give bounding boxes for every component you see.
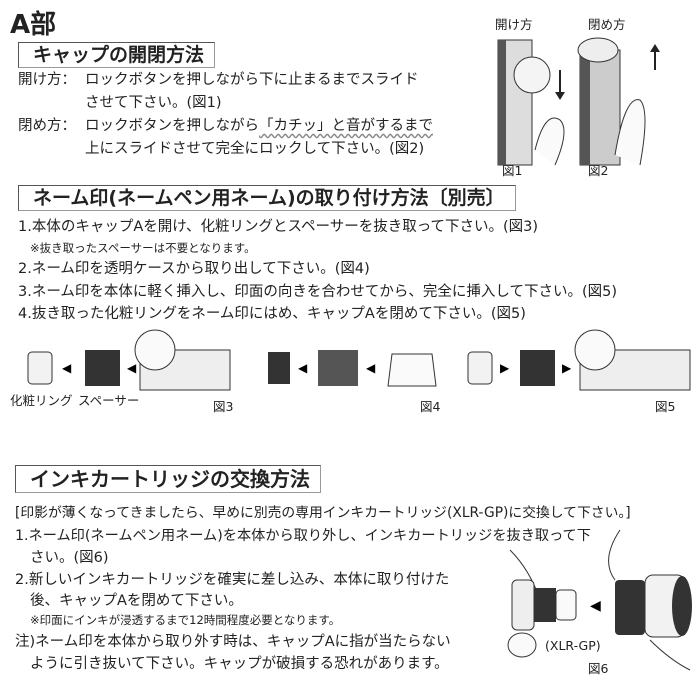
fig5-label: 図5	[655, 399, 676, 414]
fig-open-caption: 開け方	[495, 17, 533, 32]
step-3: 3.ネーム印を本体に軽く挿入し、印面の向きを合わせてから、完全に挿入して下さい。…	[18, 284, 618, 300]
ink-step-2-line-1: 2.新しいインキカートリッジを確実に差し込み、本体に取り付けた	[15, 572, 450, 588]
caution-line-2: ように引き抜いて下さい。キャップが破損する恐れがあります。	[30, 656, 449, 672]
fig6-label: 図6	[588, 661, 609, 676]
fig2-label: 図2	[588, 163, 609, 178]
close-line-2: 上にスライドさせて完全にロックして下さい。(図2)	[85, 141, 425, 157]
svg-text:◀: ◀	[366, 361, 376, 375]
caution-line-1: 注)ネーム印を本体から取り外す時は、キャップAに指が当たらない	[15, 634, 451, 650]
svg-text:◀: ◀	[298, 361, 308, 375]
close-label: 閉め方：	[18, 118, 76, 134]
cap-open-close-illustration	[497, 37, 660, 166]
close-line-1: ロックボタンを押しながら「カチッ」と音がするまで	[85, 116, 433, 136]
section-heading-cap: キャップの開閉方法	[18, 42, 216, 68]
close-line-1-pre: ロックボタンを押しながら	[85, 118, 259, 134]
svg-text:▶: ▶	[562, 361, 572, 375]
ink-step-2-line-2: 後、キャップAを閉めて下さい。	[30, 593, 243, 609]
svg-text:▶: ▶	[500, 361, 510, 375]
section-heading-ink-cartridge: インキカートリッジの交換方法	[15, 465, 321, 493]
step-2: 2.ネーム印を透明ケースから取り出して下さい。(図4)	[18, 261, 370, 277]
close-line-1-emphasis: 「カチッ」と音がするまで	[259, 118, 433, 134]
ink-intro: [印影が薄くなってきましたら、早めに別売の専用インキカートリッジ(XLR-GP)…	[15, 505, 631, 521]
step-1-note: ※抜き取ったスペーサーは不要となります。	[30, 241, 256, 255]
cartridge-replacement-illustration: ◀	[507, 529, 692, 671]
svg-text:◀: ◀	[590, 598, 601, 614]
svg-text:◀: ◀	[127, 361, 137, 375]
open-label: 開け方：	[18, 72, 76, 88]
fig3-label: 図3	[213, 399, 234, 414]
section-heading-name-stamp: ネーム印(ネームペン用ネーム)の取り付け方法〔別売〕	[18, 185, 516, 211]
fig4-label: 図4	[420, 399, 441, 414]
step-4: 4.抜き取った化粧リングをネーム印にはめ、キャップAを閉めて下さい。(図5)	[18, 306, 526, 322]
ink-step-1-line-1: 1.ネーム印(ネームペン用ネーム)を本体から取り外し、インキカートリッジを抜き取…	[15, 528, 591, 544]
step-1: 1.本体のキャップAを開け、化粧リングとスペーサーを抜き取って下さい。(図3)	[18, 219, 539, 235]
fig-close-caption: 閉め方	[588, 17, 626, 32]
open-line-2: させて下さい。(図1)	[85, 95, 222, 111]
open-line-1: ロックボタンを押しながら下に止まるまでスライド	[85, 72, 419, 88]
fig1-label: 図1	[502, 163, 523, 178]
ring-label: 化粧リング	[10, 393, 73, 408]
svg-text:◀: ◀	[62, 361, 72, 375]
ink-step-2-note: ※印面にインキが浸透するまで12時間程度必要となります。	[30, 613, 341, 627]
spacer-label: スペーサー	[78, 393, 140, 408]
name-stamp-installation-illustration: ◀ ◀ ◀ ◀ ▶ ▶	[27, 329, 691, 391]
cartridge-model-label: (XLR-GP)	[545, 638, 601, 653]
page-title: A部	[10, 10, 57, 40]
ink-step-1-line-2: さい。(図6)	[30, 550, 109, 566]
